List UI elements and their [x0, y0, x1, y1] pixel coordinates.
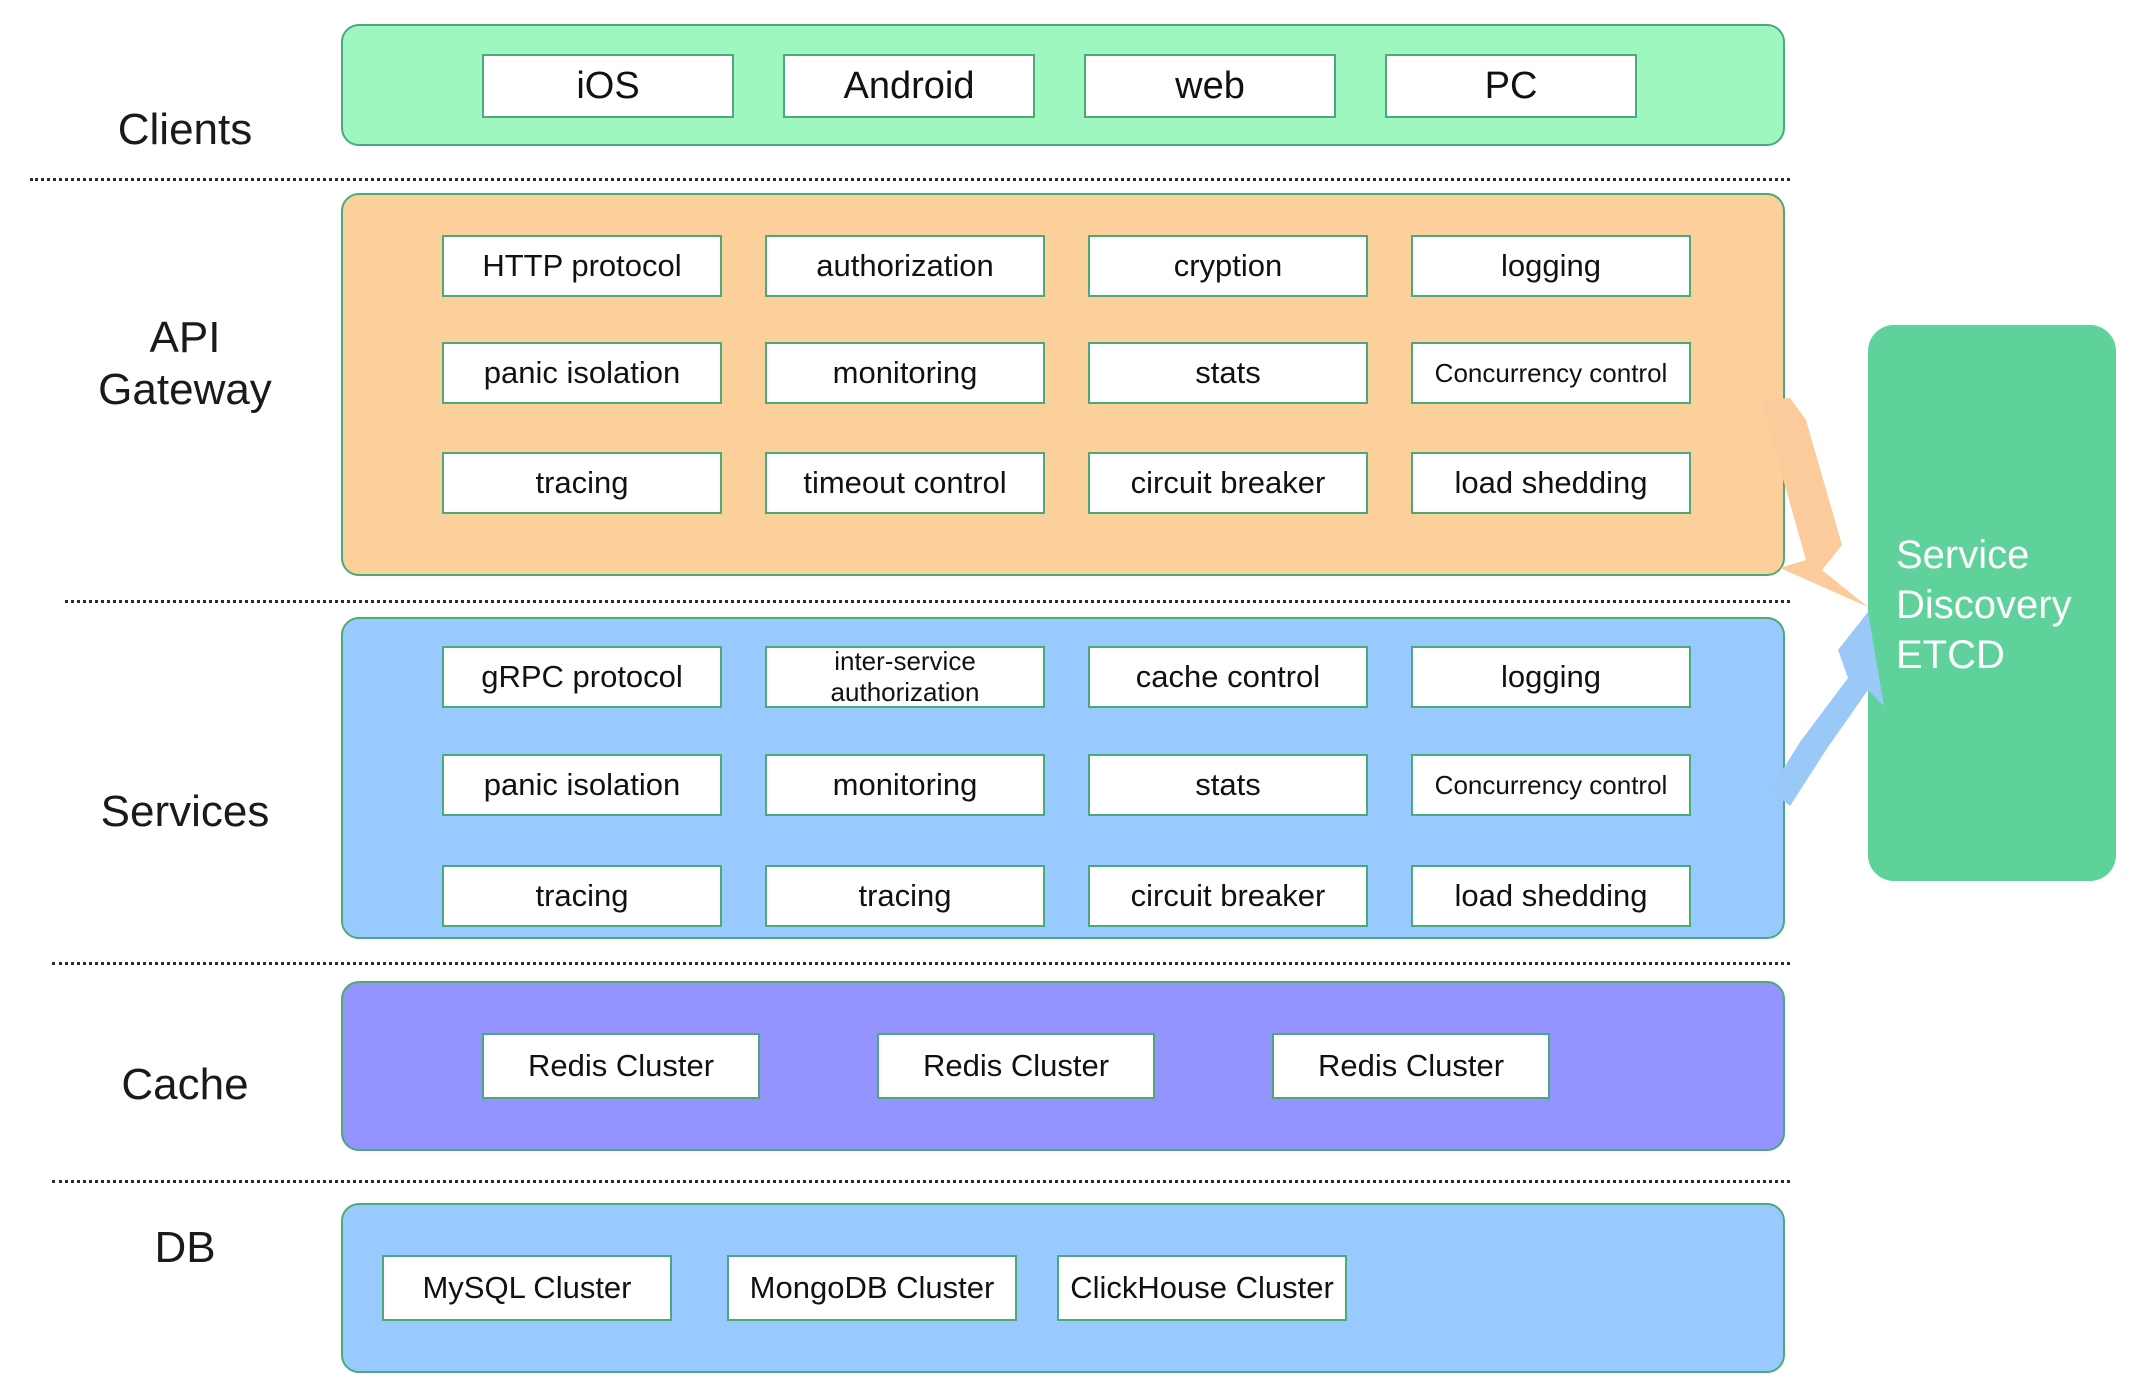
row-label-cache: Cache: [121, 1060, 249, 1109]
arrow-services-to-etcd: [1770, 612, 1884, 806]
service-load-shedding[interactable]: load shedding: [1411, 865, 1691, 927]
gateway-logging[interactable]: logging: [1411, 235, 1691, 297]
layer-api-gateway: HTTP protocol authorization cryption log…: [341, 193, 1785, 576]
row-label-gateway: API Gateway: [98, 313, 272, 414]
row-label-clients: Clients: [117, 105, 253, 154]
service-stats[interactable]: stats: [1088, 754, 1368, 816]
service-panic-isolation[interactable]: panic isolation: [442, 754, 722, 816]
cache-redis-cluster-3[interactable]: Redis Cluster: [1272, 1033, 1550, 1099]
db-mysql-cluster[interactable]: MySQL Cluster: [382, 1255, 672, 1321]
service-tracing-2[interactable]: tracing: [765, 865, 1045, 927]
layer-cache: Redis Cluster Redis Cluster Redis Cluste…: [341, 981, 1785, 1151]
service-grpc-protocol[interactable]: gRPC protocol: [442, 646, 722, 708]
cache-redis-cluster-2[interactable]: Redis Cluster: [877, 1033, 1155, 1099]
divider-gateway-services: [65, 600, 1790, 603]
cache-redis-cluster-1[interactable]: Redis Cluster: [482, 1033, 760, 1099]
gateway-circuit-breaker[interactable]: circuit breaker: [1088, 452, 1368, 514]
layer-clients: iOS Android web PC: [341, 24, 1785, 146]
gateway-load-shedding[interactable]: load shedding: [1411, 452, 1691, 514]
service-cache-control[interactable]: cache control: [1088, 646, 1368, 708]
gateway-timeout-control[interactable]: timeout control: [765, 452, 1045, 514]
gateway-stats[interactable]: stats: [1088, 342, 1368, 404]
service-discovery-etcd-label: Service Discovery ETCD: [1896, 533, 2072, 677]
service-circuit-breaker[interactable]: circuit breaker: [1088, 865, 1368, 927]
gateway-concurrency-control[interactable]: Concurrency control: [1411, 342, 1691, 404]
client-pc[interactable]: PC: [1385, 54, 1637, 118]
divider-services-cache: [52, 962, 1790, 965]
client-android[interactable]: Android: [783, 54, 1035, 118]
db-mongodb-cluster[interactable]: MongoDB Cluster: [727, 1255, 1017, 1321]
row-label-db: DB: [154, 1223, 216, 1272]
layer-services: gRPC protocol inter-service authorizatio…: [341, 617, 1785, 939]
gateway-authorization[interactable]: authorization: [765, 235, 1045, 297]
gateway-panic-isolation[interactable]: panic isolation: [442, 342, 722, 404]
service-inter-service-authorization[interactable]: inter-service authorization: [765, 646, 1045, 708]
service-tracing-1[interactable]: tracing: [442, 865, 722, 927]
row-label-services: Services: [100, 787, 270, 836]
gateway-http-protocol[interactable]: HTTP protocol: [442, 235, 722, 297]
service-monitoring[interactable]: monitoring: [765, 754, 1045, 816]
client-web[interactable]: web: [1084, 54, 1336, 118]
divider-cache-db: [52, 1180, 1790, 1183]
service-discovery-etcd-box[interactable]: Service Discovery ETCD: [1868, 325, 2116, 881]
gateway-tracing[interactable]: tracing: [442, 452, 722, 514]
divider-clients-gateway: [30, 178, 1790, 181]
layer-db: MySQL Cluster MongoDB Cluster ClickHouse…: [341, 1203, 1785, 1373]
db-clickhouse-cluster[interactable]: ClickHouse Cluster: [1057, 1255, 1347, 1321]
client-ios[interactable]: iOS: [482, 54, 734, 118]
service-logging[interactable]: logging: [1411, 646, 1691, 708]
service-concurrency-control[interactable]: Concurrency control: [1411, 754, 1691, 816]
gateway-cryption[interactable]: cryption: [1088, 235, 1368, 297]
gateway-monitoring[interactable]: monitoring: [765, 342, 1045, 404]
